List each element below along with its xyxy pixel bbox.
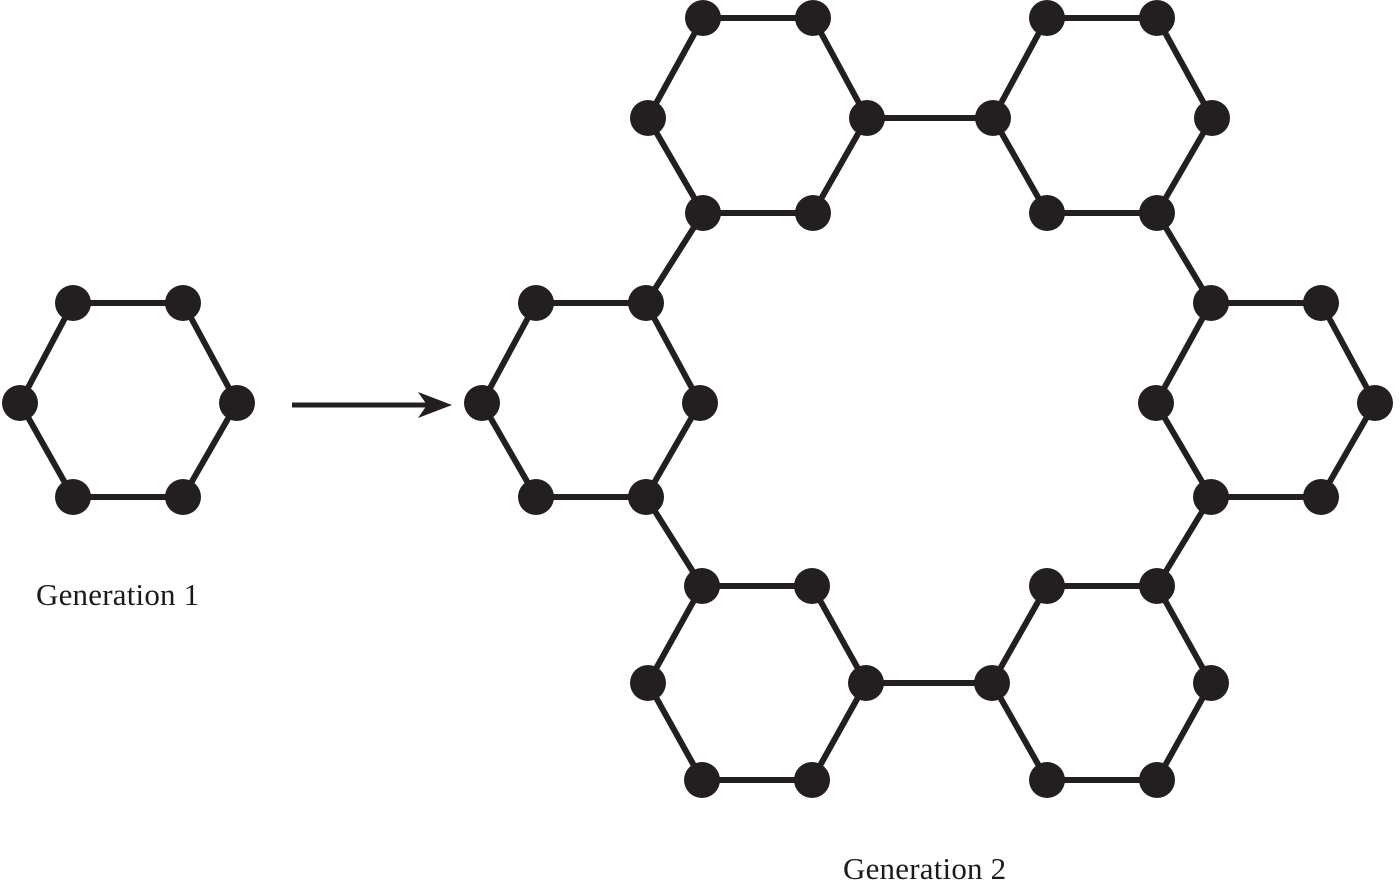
ring-bond: [989, 584, 1050, 685]
ring-bond: [479, 401, 539, 499]
ring-bond: [1154, 116, 1215, 215]
ring-bond: [1154, 16, 1215, 120]
vertex-node: [219, 385, 255, 421]
node-layer: [2, 285, 255, 515]
ring-bond: [645, 584, 705, 685]
vertex-node: [165, 285, 201, 321]
vertex-node: [518, 479, 554, 515]
vertex-node: [1193, 479, 1229, 515]
vertex-node: [2, 385, 38, 421]
vertex-node: [1139, 568, 1175, 604]
ring-bond: [809, 584, 869, 685]
ring-bond: [1318, 401, 1378, 499]
generation-2-structure: [464, 0, 1393, 798]
arrow-head: [418, 392, 452, 418]
vertex-node: [1029, 195, 1065, 231]
ring-bond: [1154, 681, 1214, 782]
ring-bond: [990, 116, 1050, 215]
ring-bond: [645, 681, 705, 782]
vertex-node: [849, 100, 885, 136]
vertex-node: [974, 665, 1010, 701]
ring-bond: [645, 116, 706, 215]
vertex-node: [518, 285, 554, 321]
vertex-node: [975, 100, 1011, 136]
vertex-node: [628, 285, 664, 321]
vertex-node: [1139, 0, 1175, 36]
ring-bond: [1153, 301, 1214, 405]
ring-bond: [990, 16, 1050, 120]
vertex-node: [1357, 385, 1393, 421]
ring-bond: [1318, 301, 1378, 405]
vertex-node: [165, 479, 201, 515]
vertex-node: [794, 568, 830, 604]
ring-bond: [810, 116, 870, 215]
ring-bond: [645, 16, 706, 120]
vertex-node: [794, 762, 830, 798]
transformation-arrow: [292, 392, 452, 418]
vertex-node: [685, 0, 721, 36]
ring-bond: [1154, 584, 1214, 685]
ring-bond: [989, 681, 1050, 782]
vertex-node: [55, 285, 91, 321]
vertex-node: [1029, 0, 1065, 36]
ring-bond: [643, 301, 703, 405]
ring-bond: [810, 16, 870, 120]
ring-bond: [643, 401, 703, 499]
vertex-node: [630, 100, 666, 136]
vertex-node: [1139, 195, 1175, 231]
generation-1-structure: [2, 285, 255, 515]
vertex-node: [1193, 665, 1229, 701]
vertex-node: [1194, 100, 1230, 136]
generation-1-caption: Generation 1: [36, 577, 200, 612]
ring-bond: [180, 301, 240, 405]
vertex-node: [1303, 285, 1339, 321]
vertex-node: [684, 762, 720, 798]
vertex-node: [55, 479, 91, 515]
bond-layer: [479, 15, 1378, 783]
vertex-node: [628, 479, 664, 515]
vertex-node: [630, 665, 666, 701]
vertex-node: [1139, 762, 1175, 798]
ring-bond: [809, 681, 869, 782]
vertex-node: [848, 665, 884, 701]
vertex-node: [795, 0, 831, 36]
ring-bond: [17, 301, 76, 405]
node-layer: [464, 0, 1393, 798]
vertex-node: [1138, 385, 1174, 421]
ring-bond: [479, 301, 539, 405]
vertex-node: [684, 568, 720, 604]
vertex-node: [1029, 762, 1065, 798]
vertex-node: [1029, 568, 1065, 604]
bond-layer: [17, 300, 240, 500]
vertex-node: [682, 385, 718, 421]
ring-bond: [180, 401, 240, 499]
vertex-node: [685, 195, 721, 231]
vertex-node: [795, 195, 831, 231]
generation-2-caption: Generation 2: [843, 851, 1007, 886]
vertex-node: [1303, 479, 1339, 515]
ring-bond: [1153, 401, 1214, 499]
vertex-node: [464, 385, 500, 421]
vertex-node: [1193, 285, 1229, 321]
